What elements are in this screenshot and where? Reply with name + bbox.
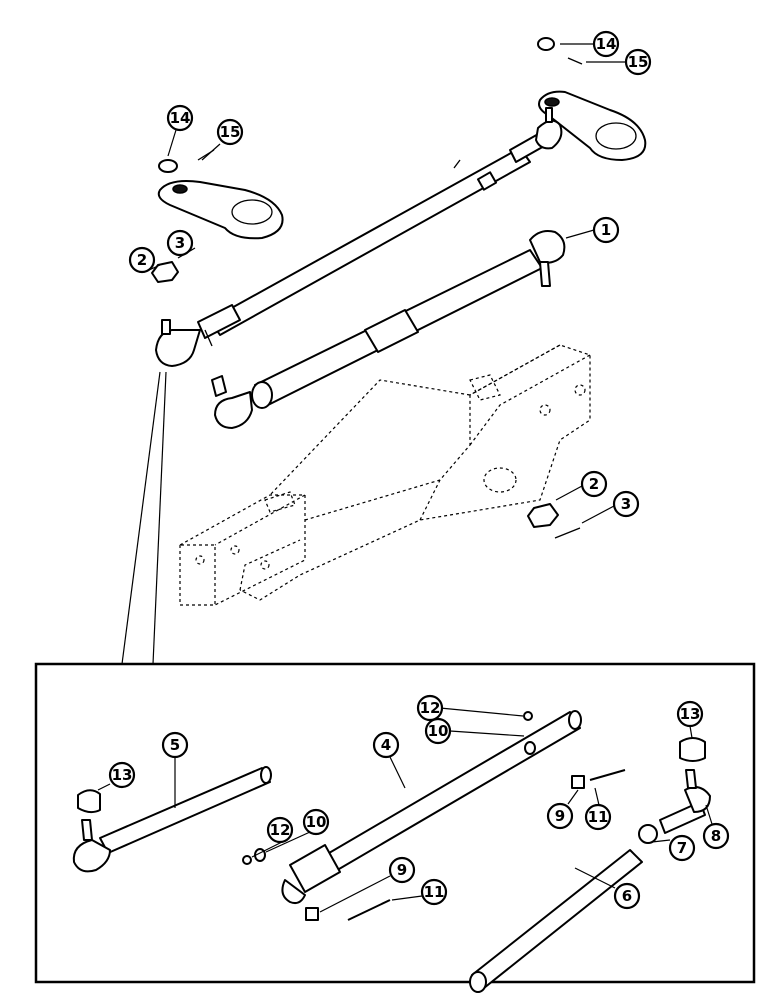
svg-text:15: 15 (220, 123, 241, 141)
svg-text:3: 3 (175, 234, 185, 252)
callout-11-right: 11 (584, 787, 612, 831)
callout-6: 6 (574, 867, 641, 910)
inset-frame (34, 662, 756, 984)
callout-7: 7 (651, 834, 696, 862)
svg-text:6: 6 (622, 887, 632, 905)
svg-text:12: 12 (420, 699, 441, 717)
callout-1: 1 (565, 216, 620, 244)
svg-text:4: 4 (381, 736, 391, 754)
tie-rod-lower (211, 230, 566, 429)
inset-tie-rod-end-right (469, 737, 711, 993)
inset-leader-lines (121, 371, 167, 665)
callout-10-lower: 10 (265, 808, 330, 853)
callout-8: 8 (702, 804, 730, 850)
callout-9-lower: 9 (319, 856, 416, 913)
callout-3-upper: 3 (166, 229, 194, 257)
callout-5: 5 (161, 731, 189, 808)
svg-text:10: 10 (306, 813, 327, 831)
svg-text:5: 5 (170, 736, 180, 754)
callout-13-left: 13 (97, 761, 136, 791)
callout-15-upper-left: 15 (201, 118, 244, 161)
svg-text:1: 1 (601, 221, 611, 239)
svg-text:3: 3 (621, 495, 631, 513)
inset-tie-rod-end-left (72, 766, 272, 873)
callout-11-lower: 11 (391, 878, 448, 906)
steering-arm-left (157, 149, 284, 240)
svg-text:2: 2 (137, 251, 147, 269)
castle-nut-upper (151, 247, 196, 283)
callout-14-upper-left: 14 (166, 104, 194, 157)
tie-rod-upper (155, 107, 563, 367)
callout-15-upper-right: 15 (586, 48, 652, 76)
svg-text:9: 9 (397, 861, 407, 879)
callout-12-lower: 12 (251, 816, 294, 858)
callout-13-right: 13 (676, 700, 704, 739)
svg-text:14: 14 (170, 109, 191, 127)
svg-text:11: 11 (424, 883, 445, 901)
svg-text:9: 9 (555, 807, 565, 825)
svg-text:8: 8 (711, 827, 721, 845)
axle-frame-outline (179, 344, 591, 606)
svg-text:2: 2 (589, 475, 599, 493)
callout-3-lower: 3 (581, 490, 640, 524)
callout-2-lower: 2 (555, 470, 608, 501)
callout-10-upper: 10 (424, 717, 525, 745)
svg-text:11: 11 (588, 808, 609, 826)
svg-text:14: 14 (596, 35, 617, 53)
callout-9-right: 9 (546, 789, 579, 830)
callout-4: 4 (372, 731, 406, 789)
svg-text:13: 13 (680, 705, 701, 723)
inset-main-tube (242, 710, 626, 921)
svg-text:7: 7 (677, 839, 687, 857)
callout-12-upper: 12 (416, 694, 524, 722)
svg-text:10: 10 (428, 722, 449, 740)
callout-14-upper-right: 14 (560, 30, 620, 58)
svg-text:15: 15 (628, 53, 649, 71)
callout-2-upper: 2 (128, 246, 161, 274)
svg-text:12: 12 (270, 821, 291, 839)
castle-nut-lower (527, 503, 581, 539)
svg-text:13: 13 (112, 766, 133, 784)
